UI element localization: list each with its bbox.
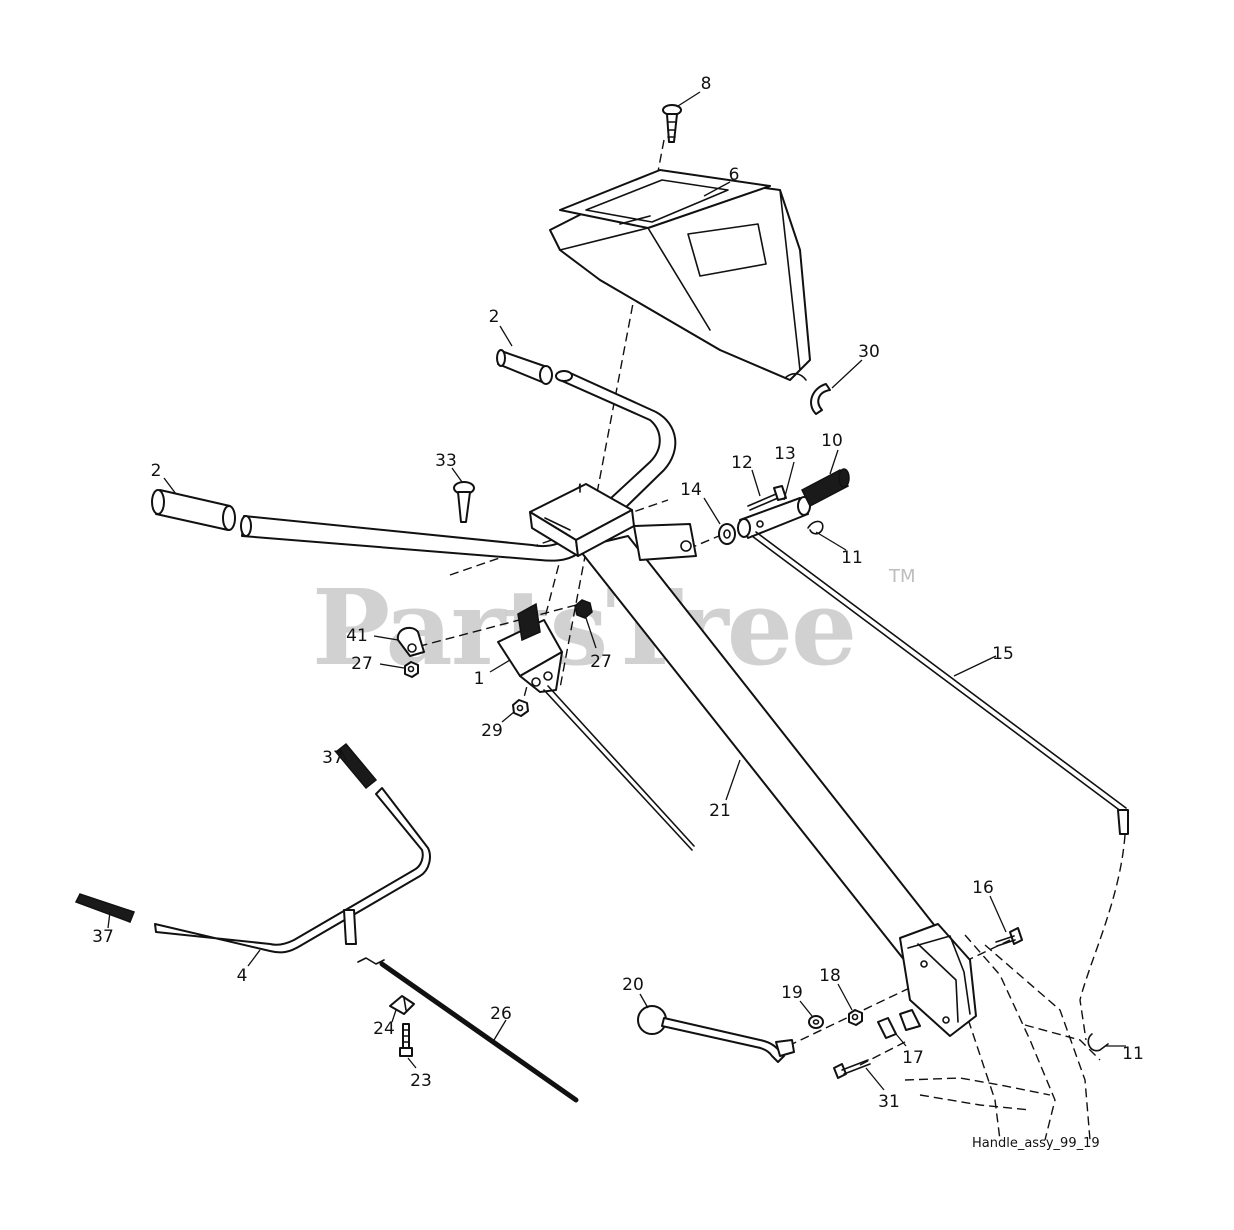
callout-6: 6	[729, 165, 740, 185]
watermark: PartsTree	[312, 566, 855, 689]
clip-30	[810, 383, 831, 415]
control-console	[549, 169, 811, 381]
screw-8	[662, 104, 682, 143]
lever-rod-15	[751, 531, 1129, 835]
callout-19: 19	[781, 983, 803, 1003]
callout-24: 24	[373, 1019, 395, 1039]
callout-33: 33	[435, 451, 457, 471]
clamp-41	[396, 626, 425, 657]
control-bracket-1	[497, 602, 695, 851]
control-cable-26	[357, 957, 579, 1103]
bail-grip-37-upper	[334, 742, 378, 790]
screw-16	[995, 927, 1023, 947]
spacer-17	[877, 1009, 921, 1039]
carriage-bolt-33	[453, 481, 475, 523]
callout-37: 37	[322, 748, 344, 768]
callout-37: 37	[92, 927, 114, 947]
hand-grip-right	[496, 349, 553, 385]
leader-lines	[107, 91, 1126, 1091]
callout-20: 20	[622, 975, 644, 995]
screw-23	[399, 1023, 413, 1057]
hairpin-11-upper	[807, 520, 824, 535]
bolt-12	[747, 485, 787, 511]
callout-41: 41	[346, 626, 368, 646]
callout-13: 13	[774, 444, 796, 464]
bail-4	[154, 787, 431, 954]
callout-8: 8	[701, 74, 712, 94]
bolt-31	[833, 1059, 871, 1079]
callout-16: 16	[972, 878, 994, 898]
callout-29: 29	[481, 721, 503, 741]
callout-27: 27	[590, 652, 612, 672]
callout-2: 2	[489, 307, 500, 327]
callout-12: 12	[731, 453, 753, 473]
callout-18: 18	[819, 966, 841, 986]
callout-30: 30	[858, 342, 880, 362]
lever-grip-10	[801, 468, 850, 508]
bail-grip-37-lower	[74, 893, 135, 923]
nut-18	[848, 1009, 863, 1026]
callout-1: 1	[474, 669, 485, 689]
washer-19	[808, 1015, 824, 1029]
diagram-caption: Handle_assy_99_19	[972, 1136, 1100, 1151]
callout-31: 31	[878, 1092, 900, 1112]
cable-clip-24	[389, 995, 415, 1015]
hand-grip-left	[151, 489, 236, 531]
callout-21: 21	[709, 801, 731, 821]
callout-11: 11	[1122, 1044, 1144, 1064]
callout-14: 14	[680, 480, 702, 500]
spacer-14	[718, 523, 736, 545]
callout-23: 23	[410, 1071, 432, 1091]
callout-15: 15	[992, 644, 1014, 664]
callout-26: 26	[490, 1004, 512, 1024]
callout-17: 17	[902, 1048, 924, 1068]
lever-arm-13	[737, 496, 811, 539]
hairpin-11-lower	[1087, 1033, 1109, 1052]
shift-rod-20	[637, 1005, 795, 1063]
nut-27-left	[404, 661, 419, 678]
callout-11: 11	[841, 548, 863, 568]
handle-bracket	[529, 483, 697, 561]
nut-27-right	[574, 599, 593, 619]
callout-10: 10	[821, 431, 843, 451]
watermark-trademark: TM	[888, 566, 916, 587]
callout-4: 4	[237, 966, 248, 986]
callout-27: 27	[351, 654, 373, 674]
callout-2: 2	[151, 461, 162, 481]
main-handle-tube	[577, 535, 977, 1037]
nut-29	[512, 699, 529, 717]
